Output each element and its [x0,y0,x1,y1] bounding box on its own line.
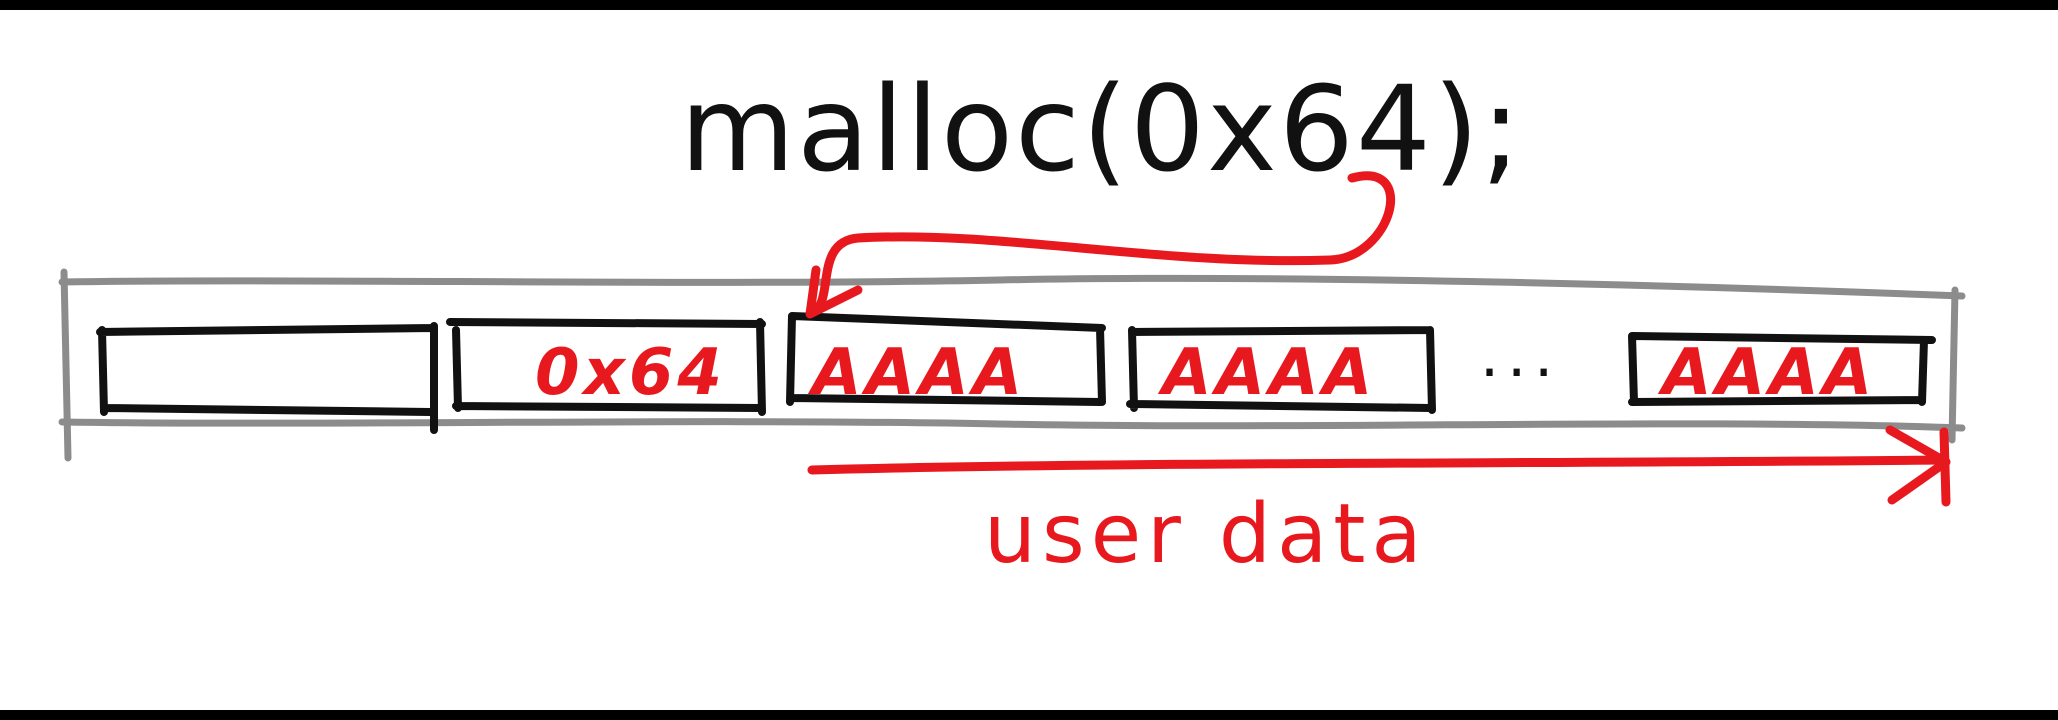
span-arrow-end [1939,427,1951,507]
cell-outline-1 [96,322,438,434]
cell-outline-5 [1628,332,1936,406]
malloc-call-text: malloc(0x64); [680,60,1523,198]
chunk-frame-left [60,268,72,462]
chunk-frame-bottom [58,418,1966,432]
curved-arrow-head [805,265,863,319]
curved-arrow-shaft [815,171,1395,310]
span-arrow-head [1885,425,1951,505]
cell-label-data-3: AAAA [1657,336,1876,410]
cell-outline-4 [1126,326,1436,414]
span-arrow-shaft [807,455,1949,475]
ellipsis: ... [1480,321,1561,391]
chunk-frame-right [1948,286,1959,444]
user-data-label: user data [984,487,1428,582]
right-arrow-icon [807,425,1951,507]
cell-label-data-2: AAAA [1157,336,1376,410]
cell-outline-2 [446,318,766,416]
chunk-frame-top [58,274,1966,300]
curved-arrow-icon [805,171,1395,319]
chunk-cells [96,312,1936,434]
chunk-frame [58,268,1966,462]
diagram-canvas: malloc(0x64); 0x64 AAAA AAAA AAAA ... [0,10,2058,710]
cell-label-size: 0x64 [535,336,726,410]
cell-label-data-1: AAAA [807,336,1026,410]
heap-chunk-diagram: malloc(0x64); 0x64 AAAA AAAA AAAA ... [58,60,1966,582]
cell-outline-3 [786,312,1106,406]
